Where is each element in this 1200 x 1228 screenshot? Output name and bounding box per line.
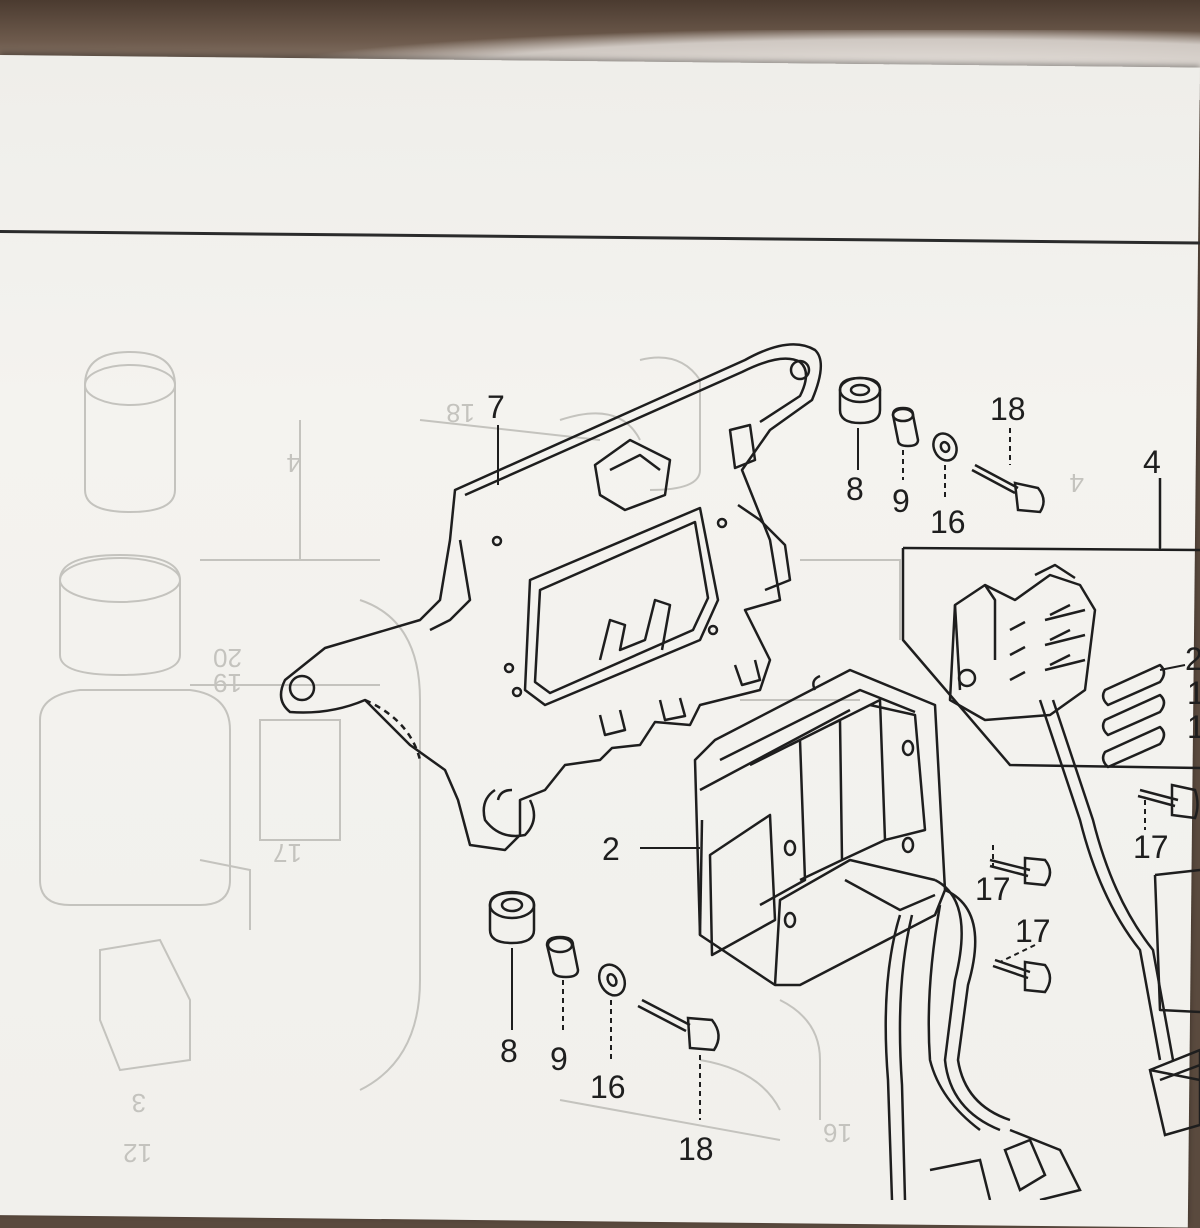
- label-1-fuse-a: 1: [1187, 675, 1200, 711]
- wiring-harness: [884, 699, 1200, 1200]
- show-through-labels: 18 4 4 17 20 19 16 12 3: [123, 398, 1084, 1168]
- label-8-upper: 8: [846, 471, 864, 507]
- label-8-lower: 8: [500, 1033, 518, 1069]
- label-7: 7: [487, 389, 505, 425]
- label-18-upper: 18: [990, 391, 1026, 427]
- hardware-lower: [488, 783, 1199, 1052]
- faint-label-20: 20: [213, 643, 242, 673]
- faint-label-3: 3: [132, 1088, 146, 1118]
- faint-label-4b: 4: [1070, 468, 1084, 498]
- label-1-fuse-b: 1: [1187, 709, 1200, 745]
- bracket-part-7: [279, 343, 822, 852]
- label-16-upper: 16: [930, 504, 966, 540]
- faint-label-16: 16: [823, 1118, 852, 1148]
- label-4: 4: [1143, 444, 1161, 480]
- parts-diagram: 18 4 4 17 20 19 16 12 3: [39, 343, 1200, 1200]
- leader-lines: [497, 425, 1186, 1120]
- part-labels: 7 8 9 16 18 4 2 8 9 16 18 17 17 17 2 1 1: [487, 389, 1200, 1167]
- faint-label-12: 12: [123, 1138, 152, 1168]
- label-9-upper: 9: [892, 483, 910, 519]
- label-16-lower: 16: [590, 1069, 626, 1105]
- label-2: 2: [602, 831, 620, 867]
- faint-label-4a: 4: [287, 448, 301, 478]
- regulator-part-2: [693, 668, 947, 987]
- faint-label-18: 18: [446, 398, 475, 428]
- label-2-fuse: 2: [1185, 641, 1200, 677]
- label-9-lower: 9: [550, 1041, 568, 1077]
- hardware-upper: [838, 376, 1045, 514]
- label-17-c: 17: [1133, 829, 1169, 865]
- label-17-b: 17: [1015, 913, 1051, 949]
- faint-label-19: 19: [213, 668, 242, 698]
- label-18-lower: 18: [678, 1131, 714, 1167]
- label-17-a: 17: [975, 871, 1011, 907]
- show-through-drawing: [39, 350, 901, 1141]
- fuse-block-part-4: [901, 478, 1200, 1014]
- faint-label-17: 17: [273, 838, 302, 868]
